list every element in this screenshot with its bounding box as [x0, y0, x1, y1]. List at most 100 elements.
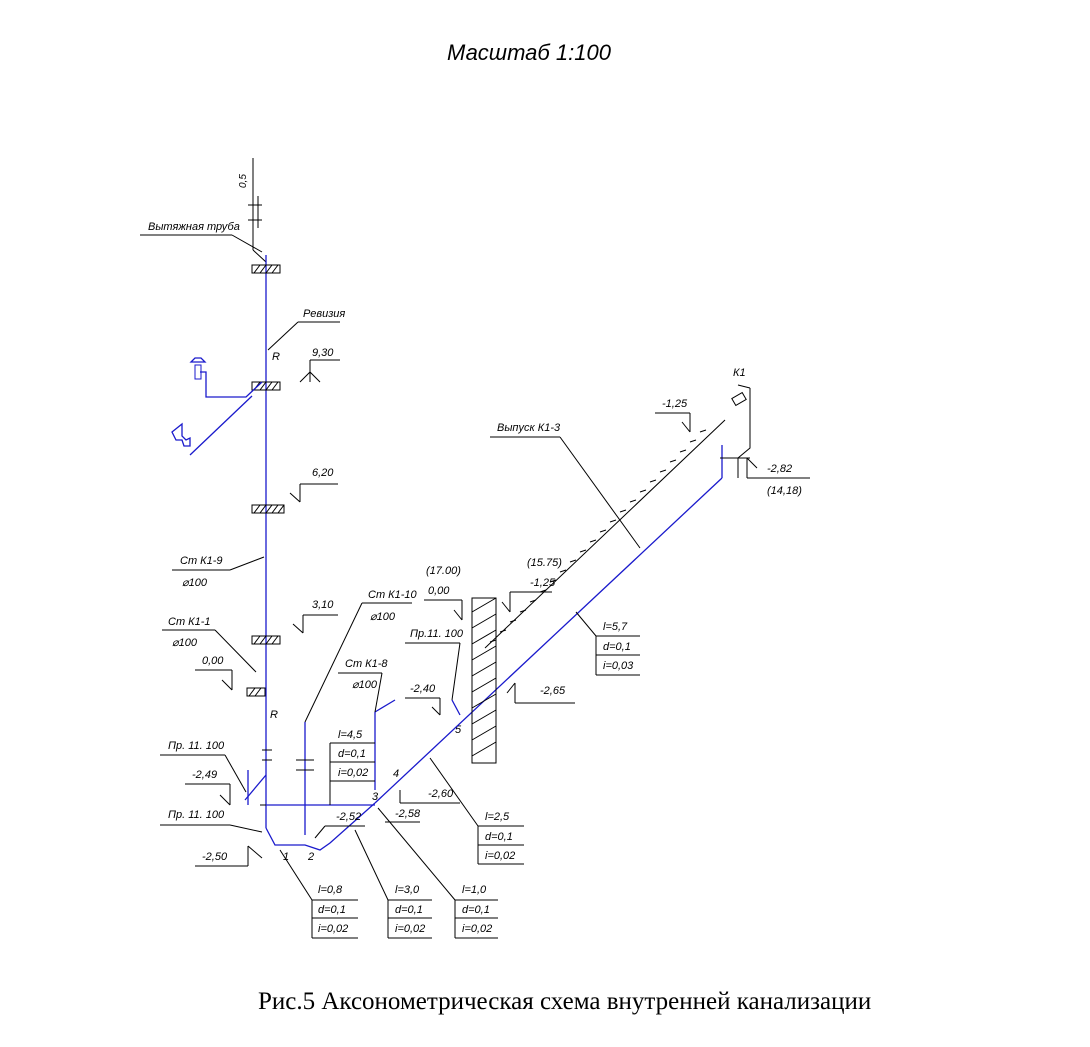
svg-text:3,10: 3,10: [312, 599, 334, 611]
svg-text:i=0,02: i=0,02: [485, 850, 515, 862]
svg-text:i=0,02: i=0,02: [338, 767, 368, 779]
level-265: -2,65: [506, 682, 575, 704]
svg-text:9,30: 9,30: [312, 347, 334, 359]
svg-text:-2,52: -2,52: [336, 811, 361, 823]
svg-text:-2,40: -2,40: [410, 683, 436, 695]
svg-text:l=4,5: l=4,5: [338, 729, 363, 741]
svg-text:⌀100: ⌀100: [352, 679, 378, 691]
riser-k1-8: Ст К1-8 ⌀100: [338, 658, 396, 790]
foundation-wall: [471, 597, 497, 764]
level-125-well: -1,25: [655, 398, 691, 433]
section-30-table: l=3,0 d=0,1 i=0,02: [354, 829, 432, 939]
lower-left-piping: [244, 749, 376, 851]
riser-k1-1-callout: Ст К1-1 ⌀100: [162, 616, 257, 673]
svg-text:Пр.11. 100: Пр.11. 100: [410, 628, 464, 640]
fixture-branch: [171, 357, 263, 456]
level-240: -2,40: [405, 683, 441, 716]
svg-text:d=0,1: d=0,1: [395, 904, 423, 916]
svg-text:-2,49: -2,49: [192, 769, 217, 781]
svg-text:i=0,03: i=0,03: [603, 660, 634, 672]
vent-height-label: 0,5: [238, 174, 249, 188]
svg-text:l=2,5: l=2,5: [485, 811, 510, 823]
slab-1: [251, 264, 281, 274]
svg-text:-2,50: -2,50: [202, 851, 228, 863]
revision-mark-upper: R: [272, 351, 280, 363]
svg-text:К1: К1: [733, 367, 746, 379]
svg-text:0,00: 0,00: [428, 585, 450, 597]
svg-text:-2,65: -2,65: [540, 685, 566, 697]
sink-icon: [194, 364, 202, 380]
level-930: 9,30: [299, 347, 340, 383]
node-2: 2: [307, 851, 314, 863]
svg-text:(17.00): (17.00): [426, 565, 461, 577]
scale-title: Масштаб 1:100: [447, 40, 612, 65]
svg-text:Ст К1-10: Ст К1-10: [368, 589, 418, 601]
section-k1-8-table: l=4,5 d=0,1 i=0,02: [329, 729, 375, 805]
level-260: -2,60: [399, 788, 460, 804]
section-08-table: l=0,8 d=0,1 i=0,02: [279, 849, 358, 939]
svg-text:l=1,0: l=1,0: [462, 884, 487, 896]
outlet-pipe: [374, 419, 726, 804]
svg-text:l=3,0: l=3,0: [395, 884, 420, 896]
slab-4: [251, 635, 281, 645]
svg-text:Ст К1-8: Ст К1-8: [345, 658, 388, 670]
svg-text:Пр. 11. 100: Пр. 11. 100: [168, 809, 225, 821]
svg-text:-1,25: -1,25: [530, 577, 556, 589]
node-5: 5: [455, 724, 462, 736]
pr-wall: Пр.11. 100: [405, 628, 464, 716]
revision-label: Ревизия: [303, 308, 345, 320]
svg-text:Пр. 11. 100: Пр. 11. 100: [168, 740, 225, 752]
svg-text:(15.75): (15.75): [527, 557, 562, 569]
pr-left-lower: Пр. 11. 100 -2,50: [160, 809, 263, 867]
pr-left-upper: Пр. 11. 100 -2,49: [160, 740, 247, 806]
svg-text:i=0,02: i=0,02: [318, 923, 348, 935]
svg-text:0,00: 0,00: [202, 655, 224, 667]
slab-5: [246, 687, 266, 697]
level-252: -2,52: [314, 811, 365, 839]
level-258: -2,58: [385, 808, 421, 823]
revision-mark-lower: R: [270, 709, 278, 721]
riser-k1-10: Ст К1-10 ⌀100: [296, 589, 418, 835]
level-1575: (15.75) -1,25: [501, 557, 562, 613]
level-wall-top: (17.00) 0,00: [424, 565, 463, 621]
svg-text:d=0,1: d=0,1: [318, 904, 346, 916]
node-3: 3: [372, 791, 379, 803]
svg-text:6,20: 6,20: [312, 467, 334, 479]
svg-text:(14,18): (14,18): [767, 485, 802, 497]
main-riser: [248, 158, 267, 800]
svg-text:-2,60: -2,60: [428, 788, 454, 800]
node-1: 1: [283, 851, 289, 863]
svg-text:d=0,1: d=0,1: [603, 641, 631, 653]
level-620: 6,20: [289, 467, 338, 503]
svg-text:i=0,02: i=0,02: [462, 923, 492, 935]
section-10-table: l=1,0 d=0,1 i=0,02: [377, 807, 498, 939]
svg-text:Выпуск К1-3: Выпуск К1-3: [497, 422, 561, 434]
section-57-table: l=5,7 d=0,1 i=0,03: [575, 611, 640, 676]
svg-text:d=0,1: d=0,1: [462, 904, 490, 916]
level-000-left: 0,00: [195, 655, 233, 691]
outlet-callout: Выпуск К1-3: [490, 422, 641, 549]
level-310: 3,10: [292, 599, 338, 634]
slab-3: [251, 504, 285, 514]
svg-text:l=5,7: l=5,7: [603, 621, 628, 633]
svg-text:d=0,1: d=0,1: [338, 748, 366, 760]
svg-text:-2,82: -2,82: [767, 463, 792, 475]
svg-text:l=0,8: l=0,8: [318, 884, 343, 896]
svg-text:-1,25: -1,25: [662, 398, 688, 410]
svg-text:⌀100: ⌀100: [172, 637, 198, 649]
svg-text:i=0,02: i=0,02: [395, 923, 425, 935]
svg-text:⌀100: ⌀100: [370, 611, 396, 623]
node-4: 4: [393, 768, 399, 780]
well-k1: К1: [720, 367, 751, 478]
floor-slabs: [246, 264, 285, 697]
level-282: -2,82 (14,18): [746, 457, 810, 497]
washbasin-icon: [171, 422, 191, 447]
svg-text:⌀100: ⌀100: [182, 577, 208, 589]
svg-text:d=0,1: d=0,1: [485, 831, 513, 843]
svg-text:-2,58: -2,58: [395, 808, 421, 820]
figure-caption: Рис.5 Аксонометрическая схема внутренней…: [258, 988, 871, 1015]
section-25-table: l=2,5 d=0,1 i=0,02: [429, 757, 524, 865]
vent-pipe-label: Вытяжная труба: [148, 221, 240, 233]
svg-text:Ст К1-1: Ст К1-1: [168, 616, 211, 628]
